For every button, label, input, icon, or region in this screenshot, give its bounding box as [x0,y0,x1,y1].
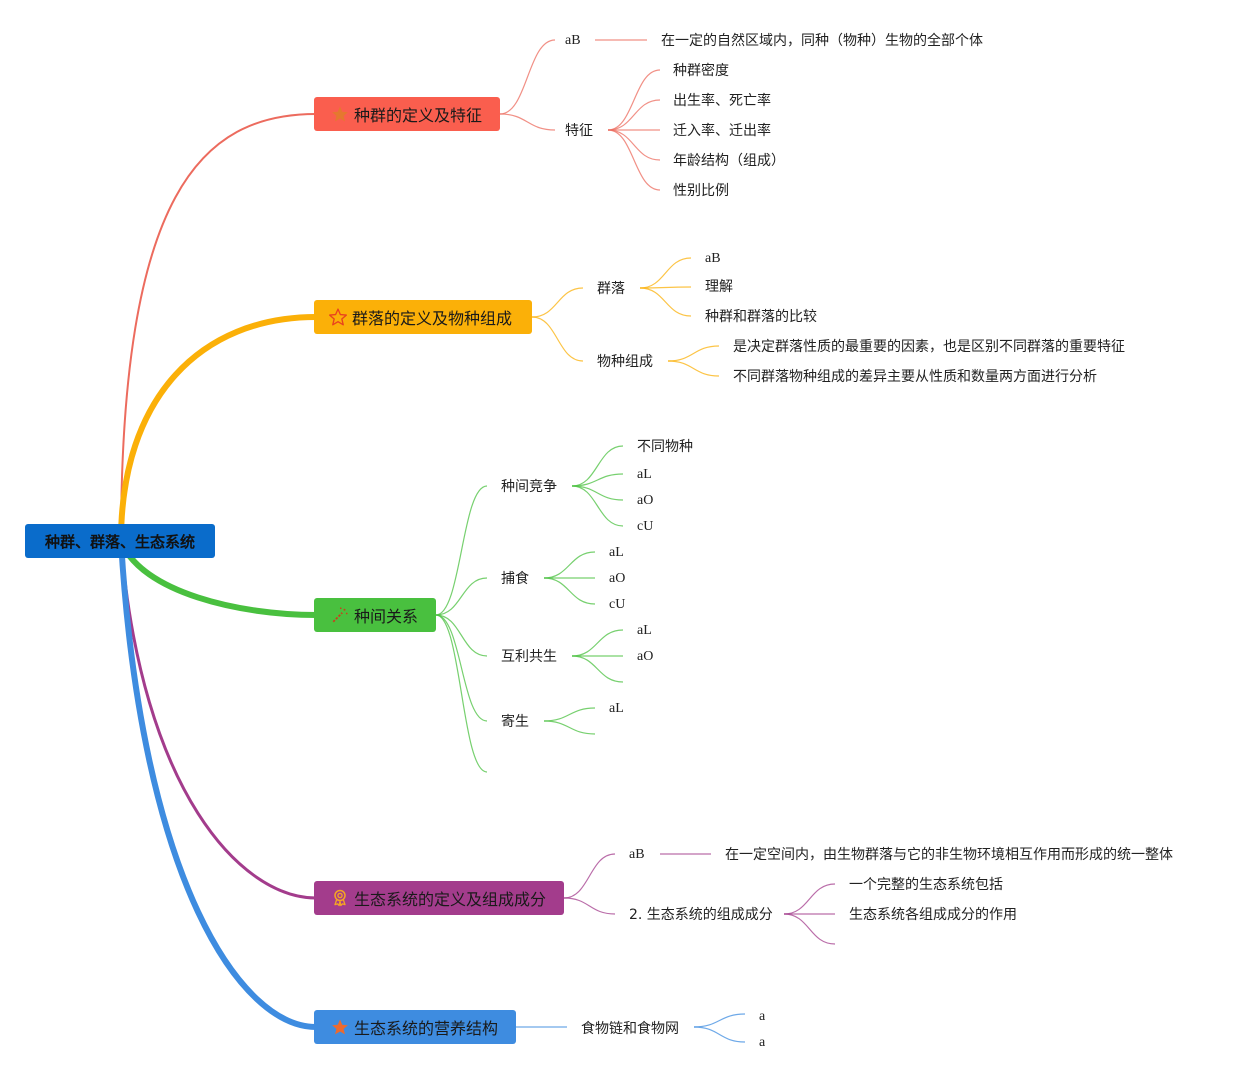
main-topic-ecosystem-definition[interactable]: 生态系统的定义及组成成分 [314,881,564,915]
leaf-connector [571,473,624,487]
branch-connector [531,287,584,318]
root-topic[interactable]: 种群、群落、生态系统 [25,524,215,558]
branch-connector [563,853,616,899]
main-topic-community[interactable]: 群落的定义及物种组成 [314,300,532,334]
leaf-topic[interactable]: aL [609,701,624,716]
leaf-topic[interactable]: aO [637,493,654,508]
leaf-topic[interactable]: 种群密度 [673,63,729,79]
subtopic[interactable]: aB [565,33,581,48]
leaf-connector [639,257,692,289]
branch-connector [499,39,556,115]
subtopic[interactable]: 特征 [565,123,593,139]
branch-connector [499,113,556,131]
subtopic[interactable]: 物种组成 [597,354,653,370]
main-topic-label: 种间关系 [354,607,419,626]
leaf-topic[interactable]: aB [705,251,721,266]
main-topic-label: 群落的定义及物种组成 [352,309,513,328]
subtopic-detail[interactable]: 在一定的自然区域内，同种（物种）生物的全部个体 [661,33,983,49]
leaf-connector [607,99,661,131]
root-topic-label: 种群、群落、生态系统 [44,532,195,551]
leaf-connector [639,287,692,317]
branch-connector [563,897,616,915]
leaf-topic[interactable]: 一个完整的生态系统包括 [849,877,1003,893]
subtopic-detail[interactable]: 在一定空间内，由生物群落与它的非生物环境相互作用而形成的统一整体 [725,847,1173,863]
star-icon [330,1017,350,1037]
branch-connector [435,614,488,773]
leaf-connector [693,1013,746,1028]
leaf-connector [607,69,661,131]
leaf-connector [667,345,720,362]
root-connector [118,314,319,544]
leaf-topic[interactable]: 生态系统各组成成分的作用 [849,907,1017,923]
root-connector [118,538,319,1030]
main-topic-label: 种群的定义及特征 [354,106,483,125]
leaf-connector [571,655,624,683]
root-connector [119,539,318,900]
leaf-topic[interactable]: 种群和群落的比较 [705,309,817,325]
leaf-connector [607,129,661,161]
subtopic[interactable]: aB [629,847,645,862]
main-topic-label: 生态系统的营养结构 [354,1019,499,1038]
leaf-connector [667,360,720,377]
leaf-topic[interactable]: aO [637,649,654,664]
subtopic[interactable]: 互利共生 [501,649,557,665]
main-topic-trophic-structure[interactable]: 生态系统的营养结构 [314,1010,516,1044]
leaf-topic[interactable]: 迁入率、迁出率 [673,123,771,139]
leaf-connector [543,720,596,735]
branch-connector [435,577,488,616]
leaf-topic[interactable]: 性别比例 [673,183,729,199]
root-connector [118,538,319,618]
branch-connector [531,316,584,362]
leaf-topic[interactable]: aL [609,545,624,560]
main-topic-interspecific[interactable]: 种间关系 [314,598,436,632]
branch-connector [435,485,488,616]
leaf-connector [783,883,836,915]
leaf-connector [543,551,596,579]
main-topic-label: 生态系统的定义及组成成分 [354,890,547,909]
subtopic[interactable]: 食物链和食物网 [581,1021,679,1037]
branch-connector [435,614,488,722]
star-outline-icon [328,307,348,327]
leaf-connector [571,485,624,501]
leaf-connector [571,629,624,657]
leaf-connector [543,577,596,605]
subtopic[interactable]: 寄生 [501,714,529,730]
subtopic[interactable]: 2. 生态系统的组成成分 [629,907,773,923]
leaf-connector [571,445,624,487]
leaf-topic[interactable]: cU [637,519,654,534]
subtopic[interactable]: 群落 [597,281,625,297]
root-connector [120,113,317,542]
star-icon [330,104,350,124]
leaf-topic[interactable]: 不同物种 [637,439,693,455]
leaf-connector [543,707,596,722]
leaf-topic[interactable]: aL [637,623,652,638]
leaf-connector [571,485,624,527]
leaf-topic[interactable]: aL [637,467,652,482]
main-topic-population[interactable]: 种群的定义及特征 [314,97,500,131]
subtopic[interactable]: 捕食 [501,571,529,587]
award-ribbon-icon [330,888,350,908]
leaf-connector [693,1026,746,1043]
leaf-topic[interactable]: 不同群落物种组成的差异主要从性质和数量两方面进行分析 [733,369,1097,385]
leaf-topic[interactable]: 年龄结构（组成） [673,153,785,169]
magic-wand-icon [330,605,350,625]
leaf-topic[interactable]: 是决定群落性质的最重要的因素，也是区别不同群落的重要特征 [733,339,1125,355]
leaf-topic[interactable]: aO [609,571,626,586]
leaf-topic[interactable]: 出生率、死亡率 [673,93,771,109]
leaf-connector [607,129,661,191]
leaf-topic[interactable]: a [759,1009,766,1024]
leaf-topic[interactable]: 理解 [705,279,733,295]
leaf-topic[interactable]: a [759,1035,766,1050]
subtopic[interactable]: 种间竞争 [501,479,557,495]
branch-connector [435,614,488,657]
leaf-topic[interactable]: cU [609,597,626,612]
leaf-connector [783,913,836,945]
